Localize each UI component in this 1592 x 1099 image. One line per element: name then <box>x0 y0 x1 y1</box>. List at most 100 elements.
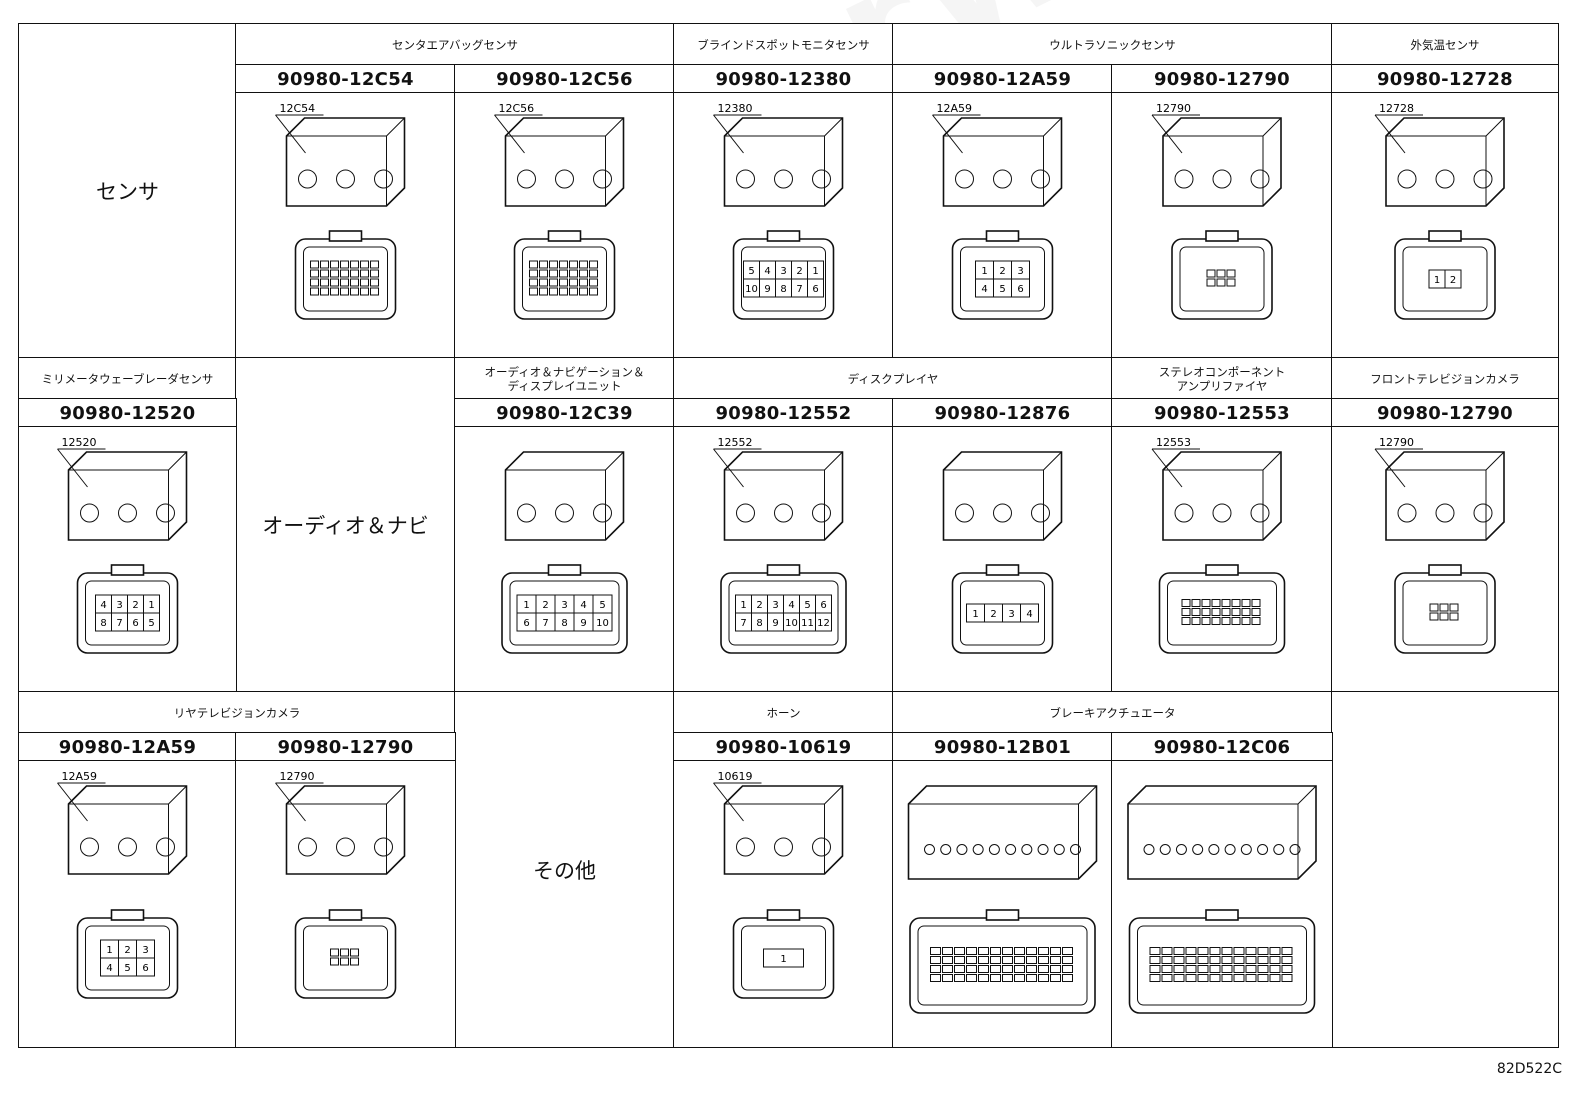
connector-housing: 10619 <box>713 770 844 875</box>
connector-housing: 12C56 <box>494 102 625 207</box>
connector-svg: 12C54 <box>275 102 406 320</box>
connector-drawing <box>892 760 1113 1048</box>
group-title: ブレーキアクチュエータ <box>892 691 1333 734</box>
pin-number: 1 <box>1434 275 1440 286</box>
pin-number: 2 <box>542 600 548 611</box>
part-number: 90980-12C06 <box>1111 732 1333 762</box>
pin-number: 6 <box>812 284 818 295</box>
callout-label: 12520 <box>62 436 97 449</box>
connector-drawing: 10619 1 <box>673 760 894 1048</box>
pin-number: 8 <box>100 618 106 629</box>
group-title-text: 外気温センサ <box>1410 37 1480 52</box>
pin-number: 1 <box>106 945 112 956</box>
part-number-text: 90980-12876 <box>934 402 1071 424</box>
pin-number: 9 <box>764 284 770 295</box>
connector-drawing: 12553 <box>1111 426 1333 693</box>
connector-housing: 12790 <box>1151 102 1282 207</box>
pin-number: 6 <box>820 600 826 611</box>
part-number-text: 90980-12728 <box>1376 68 1513 90</box>
callout-label: 12728 <box>1379 102 1414 115</box>
pin-number: 7 <box>542 618 548 629</box>
group-title: ブラインドスポットモニタセンサ <box>673 23 894 66</box>
connector-svg: 12790 <box>1151 102 1282 320</box>
pin-number: 2 <box>999 266 1005 277</box>
connector-face <box>294 909 397 999</box>
figure-code: 82D522C <box>1496 1061 1562 1077</box>
connector-svg: 12790 <box>275 770 406 999</box>
group-title-text: ディスクプレイヤ <box>847 371 939 386</box>
pin-number: 9 <box>580 618 586 629</box>
pin-number: 1 <box>523 600 529 611</box>
group-title-text: オーディオ＆ナビゲーション＆ ディスプレイユニット <box>484 364 645 393</box>
pin-number: 4 <box>764 266 770 277</box>
pin-number: 3 <box>116 600 122 611</box>
pin-number: 9 <box>772 618 778 629</box>
category-sensor: センサ <box>18 23 237 359</box>
group-title-text: センタエアバッグセンサ <box>391 37 519 52</box>
connector-housing <box>1127 785 1317 880</box>
connector-face <box>1128 909 1316 1014</box>
category-label: その他 <box>533 858 596 883</box>
pin-number: 1 <box>981 266 987 277</box>
pin-number: 2 <box>756 600 762 611</box>
group-title: ステレオコンポーネント アンプリファイヤ <box>1111 357 1333 400</box>
connector-face <box>909 909 1096 1014</box>
part-number-text: 90980-12B01 <box>933 736 1072 758</box>
category-label: オーディオ＆ナビ <box>262 514 429 538</box>
connector-face <box>294 230 397 320</box>
callout-label: 12380 <box>718 102 753 115</box>
pin-number: 7 <box>740 618 746 629</box>
callout-label: 12552 <box>718 436 753 449</box>
part-number: 90980-12C39 <box>454 398 675 428</box>
connector-svg: 12790 <box>1374 436 1505 654</box>
callout-label: 12790 <box>280 770 315 783</box>
pin-number: 1 <box>812 266 818 277</box>
connector-face <box>513 230 616 320</box>
part-number-text: 90980-12790 <box>1376 402 1513 424</box>
part-number: 90980-12520 <box>18 398 237 428</box>
group-title-text: ウルトラソニックセンサ <box>1049 37 1176 52</box>
connector-svg <box>1127 785 1317 1014</box>
part-number: 90980-10619 <box>673 732 894 762</box>
pin-number: 3 <box>1008 609 1014 620</box>
connector-housing: 12C54 <box>275 102 406 207</box>
pin-number: 3 <box>561 600 567 611</box>
connector-svg: 10619 1 <box>713 770 844 999</box>
pin-number: 3 <box>142 945 148 956</box>
connector-housing <box>504 451 625 541</box>
connector-drawing: 12790 <box>1331 426 1559 693</box>
pin-number: 1 <box>780 954 786 965</box>
connector-svg: 12553 <box>1151 436 1286 654</box>
group-title: リヤテレビジョンカメラ <box>18 691 456 734</box>
part-number: 90980-12552 <box>673 398 894 428</box>
part-number-text: 90980-12C56 <box>496 68 633 90</box>
category-audio-navi: オーディオ＆ナビ <box>235 357 456 693</box>
part-number: 90980-12876 <box>892 398 1113 428</box>
pin-number: 11 <box>801 618 814 629</box>
group-title-text: ブラインドスポットモニタセンサ <box>697 37 870 52</box>
callout-label: 12A59 <box>62 770 98 783</box>
connector-drawing: 12C54 <box>235 92 456 359</box>
connector-housing: 12A59 <box>57 770 188 875</box>
pin-number: 10 <box>596 618 609 629</box>
connector-housing: 12552 <box>713 436 844 541</box>
pin-number: 6 <box>523 618 529 629</box>
category-other: その他 <box>454 691 675 1048</box>
group-title-text: リヤテレビジョンカメラ <box>173 705 301 720</box>
pin-number: 2 <box>990 609 996 620</box>
connector-face: 1 <box>732 909 835 999</box>
connector-housing: 12A59 <box>932 102 1063 207</box>
group-title-text: フロントテレビジョンカメラ <box>1370 371 1520 386</box>
pin-number: 1 <box>148 600 154 611</box>
pin-number: 7 <box>796 284 802 295</box>
